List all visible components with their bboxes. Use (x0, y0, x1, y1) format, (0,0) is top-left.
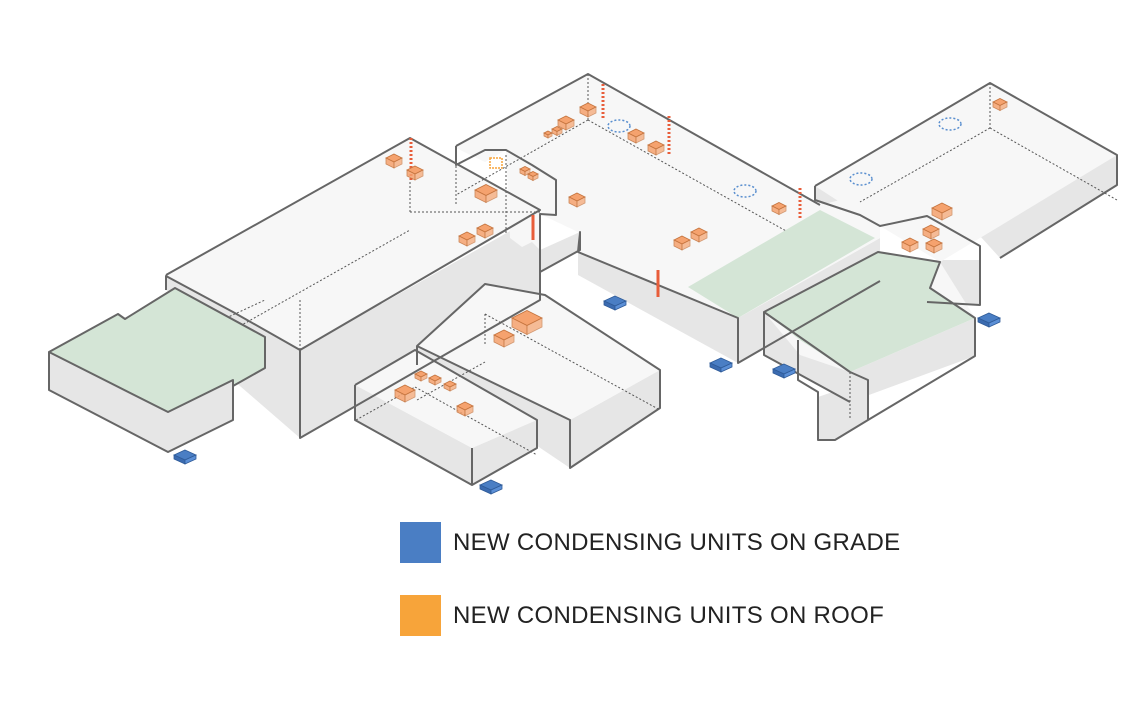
hidden-edge (416, 361, 486, 401)
wall-face (355, 385, 472, 485)
hidden-edge (484, 313, 661, 411)
wall-face (818, 380, 868, 440)
wall-face (49, 352, 233, 452)
legend-label-roof: NEW CONDENSING UNITS ON ROOF (453, 601, 885, 629)
roof-opening-marker (489, 157, 503, 169)
roof-unit (992, 98, 1008, 112)
roof-surface (417, 284, 660, 420)
roof-unit (519, 166, 531, 177)
roof-hatch-marker (938, 117, 962, 131)
legend-label-grade: NEW CONDENSING UNITS ON GRADE (453, 528, 901, 556)
roof-unit (557, 115, 575, 131)
roof-unit (551, 126, 563, 137)
building-outline (455, 146, 881, 364)
roof-unit (511, 310, 543, 336)
roof-surface (815, 83, 1117, 262)
roof-unit (901, 237, 919, 253)
hidden-edge (859, 127, 991, 203)
hidden-edge (414, 386, 538, 456)
green-roof-area (688, 210, 875, 318)
hidden-edge (232, 229, 411, 331)
building-edges (48, 73, 1118, 486)
legend-swatch-grade (400, 522, 441, 563)
grade-condensing-units (173, 295, 1001, 495)
roof-surface (166, 138, 540, 350)
roof-unit (385, 153, 403, 169)
roof-unit (690, 227, 708, 243)
roof-unit (394, 384, 416, 403)
roof-unit (414, 370, 428, 382)
roof-unit (922, 224, 940, 240)
roof-unit (771, 202, 787, 216)
green-roof-area (764, 252, 975, 372)
legend-swatch-roof (400, 595, 441, 636)
roof-unit (428, 374, 442, 386)
roof-hatch-marker (849, 172, 873, 186)
roof-unit (476, 223, 494, 239)
green-roof-area (49, 288, 265, 412)
roof-unit (931, 202, 953, 221)
building-outline (455, 73, 821, 206)
roof-unit (627, 128, 645, 144)
building-outline (814, 186, 981, 306)
grade-unit (977, 312, 1001, 328)
roof-unit (925, 238, 943, 254)
roof-hatch-marker (607, 119, 631, 133)
wall-face (980, 155, 1117, 258)
roof-condensing-units (385, 98, 1008, 417)
grade-unit (709, 357, 733, 373)
grade-unit (173, 449, 197, 465)
roof-unit (527, 171, 539, 182)
roof-unit (493, 329, 515, 348)
green-roof-areas (49, 210, 975, 412)
building-outline (354, 349, 538, 486)
roof-unit (456, 401, 474, 417)
wall-face (540, 232, 580, 272)
building-outline (763, 251, 976, 421)
grade-unit (479, 479, 503, 495)
roof-unit (673, 235, 691, 251)
roof-unit (579, 102, 597, 118)
building-outline (48, 287, 266, 453)
wall-face (578, 252, 738, 363)
roof-hatch-markers (489, 117, 962, 198)
roof-unit (474, 184, 498, 204)
roof-unit (406, 165, 424, 181)
roof-surface (355, 350, 537, 448)
legend-item-grade: NEW CONDENSING UNITS ON GRADE (400, 522, 900, 563)
wall-face (472, 420, 537, 485)
roof-unit (543, 130, 553, 139)
hidden-edge (989, 127, 1118, 201)
wall-face (850, 318, 975, 402)
roof-unit (458, 231, 476, 247)
legend-item-roof: NEW CONDENSING UNITS ON ROOF (400, 595, 884, 636)
hidden-edge (455, 119, 589, 196)
building-outline (814, 82, 1118, 259)
building-outline (416, 283, 661, 469)
grade-unit (603, 295, 627, 311)
hidden-edge (587, 119, 821, 251)
roof-unit (647, 140, 665, 156)
roof-hatch-marker (733, 184, 757, 198)
roof-unit (568, 192, 586, 208)
grade-unit (772, 363, 796, 379)
building-outline (797, 340, 869, 441)
roof-unit (443, 380, 457, 392)
wall-face (570, 370, 660, 468)
